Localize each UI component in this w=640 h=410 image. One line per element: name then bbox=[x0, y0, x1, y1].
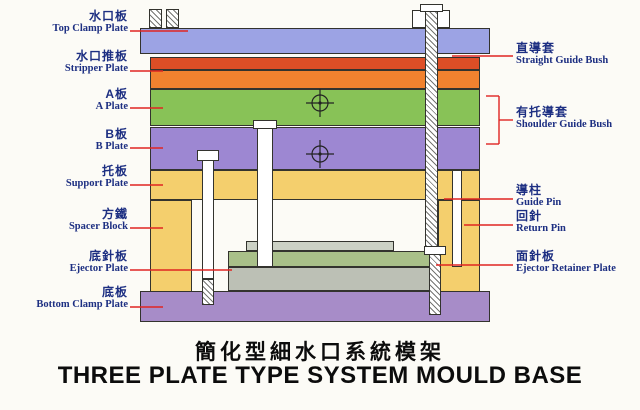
label-zh-text: 托板 bbox=[101, 164, 128, 178]
ejector-bolt bbox=[429, 254, 441, 315]
label-spacer-block: 方鐵 Spacer Block bbox=[2, 208, 128, 232]
support-pillar bbox=[257, 128, 273, 267]
label-ejector-plate: 底針板 Ejector Plate bbox=[2, 250, 128, 274]
label-zh-text: 面針板 bbox=[516, 249, 556, 263]
label-zh-text: 有托導套 bbox=[516, 105, 569, 119]
label-return-pin: 回針 Return Pin bbox=[516, 210, 640, 234]
stripper-plate bbox=[150, 70, 480, 89]
label-zh-text: 方鐵 bbox=[101, 207, 128, 221]
label-en-text: Ejector Plate bbox=[69, 262, 128, 274]
datum-target-icon bbox=[306, 140, 334, 168]
label-a-plate: A板 A Plate bbox=[2, 88, 128, 112]
label-top-clamp-plate: 水口板 Top Clamp Plate bbox=[2, 10, 128, 34]
label-straight-guide-bush: 直導套 Straight Guide Bush bbox=[516, 42, 640, 66]
clamp-screw-icon bbox=[166, 9, 179, 28]
clamp-screw-icon bbox=[149, 9, 162, 28]
label-zh-text: 回針 bbox=[516, 209, 543, 223]
label-en-text: Spacer Block bbox=[68, 220, 128, 232]
label-support-plate: 托板 Support Plate bbox=[2, 165, 128, 189]
ejector-pedestal bbox=[246, 241, 394, 251]
label-stripper-plate: 水口推板 Stripper Plate bbox=[2, 50, 128, 74]
ejector-plate bbox=[228, 267, 432, 291]
label-zh-text: 底針板 bbox=[88, 249, 128, 263]
label-en-text: Bottom Clamp Plate bbox=[36, 298, 128, 310]
label-zh-text: 底板 bbox=[101, 285, 128, 299]
label-en-text: Support Plate bbox=[65, 177, 128, 189]
label-guide-pin: 導柱 Guide Pin bbox=[516, 184, 640, 208]
support-bolt bbox=[202, 160, 214, 279]
label-shoulder-guide-bush: 有托導套 Shoulder Guide Bush bbox=[516, 106, 640, 130]
label-zh-text: 直導套 bbox=[516, 41, 556, 55]
label-b-plate: B板 B Plate bbox=[2, 128, 128, 152]
label-en-text: Shoulder Guide Bush bbox=[516, 118, 613, 130]
datum-target-icon bbox=[306, 89, 334, 117]
label-zh-text: A板 bbox=[105, 87, 128, 101]
return-pin bbox=[452, 170, 462, 267]
title-english: THREE PLATE TYPE SYSTEM MOULD BASE bbox=[57, 362, 583, 389]
label-zh-text: 水口板 bbox=[88, 9, 128, 23]
label-bottom-clamp-plate: 底板 Bottom Clamp Plate bbox=[2, 286, 128, 310]
spacer-block-left bbox=[150, 200, 192, 292]
label-en-text: Ejector Retainer Plate bbox=[516, 262, 616, 274]
label-en-text: Guide Pin bbox=[516, 196, 562, 208]
support-bolt-thread bbox=[202, 279, 214, 305]
guide-pin bbox=[425, 11, 438, 253]
label-en-text: B Plate bbox=[95, 140, 128, 152]
label-zh-text: 導柱 bbox=[516, 183, 543, 197]
label-zh-text: B板 bbox=[105, 127, 128, 141]
label-ejector-retainer-plate: 面針板 Ejector Retainer Plate bbox=[516, 250, 640, 274]
runner-plate-band bbox=[150, 57, 480, 70]
label-en-text: Straight Guide Bush bbox=[516, 54, 609, 66]
label-en-text: Stripper Plate bbox=[64, 62, 128, 74]
title-chinese: 簡化型細水口系統模架 bbox=[195, 341, 445, 364]
label-en-text: A Plate bbox=[95, 100, 128, 112]
label-en-text: Return Pin bbox=[516, 222, 566, 234]
label-zh-text: 水口推板 bbox=[75, 49, 128, 63]
label-en-text: Top Clamp Plate bbox=[52, 22, 128, 34]
